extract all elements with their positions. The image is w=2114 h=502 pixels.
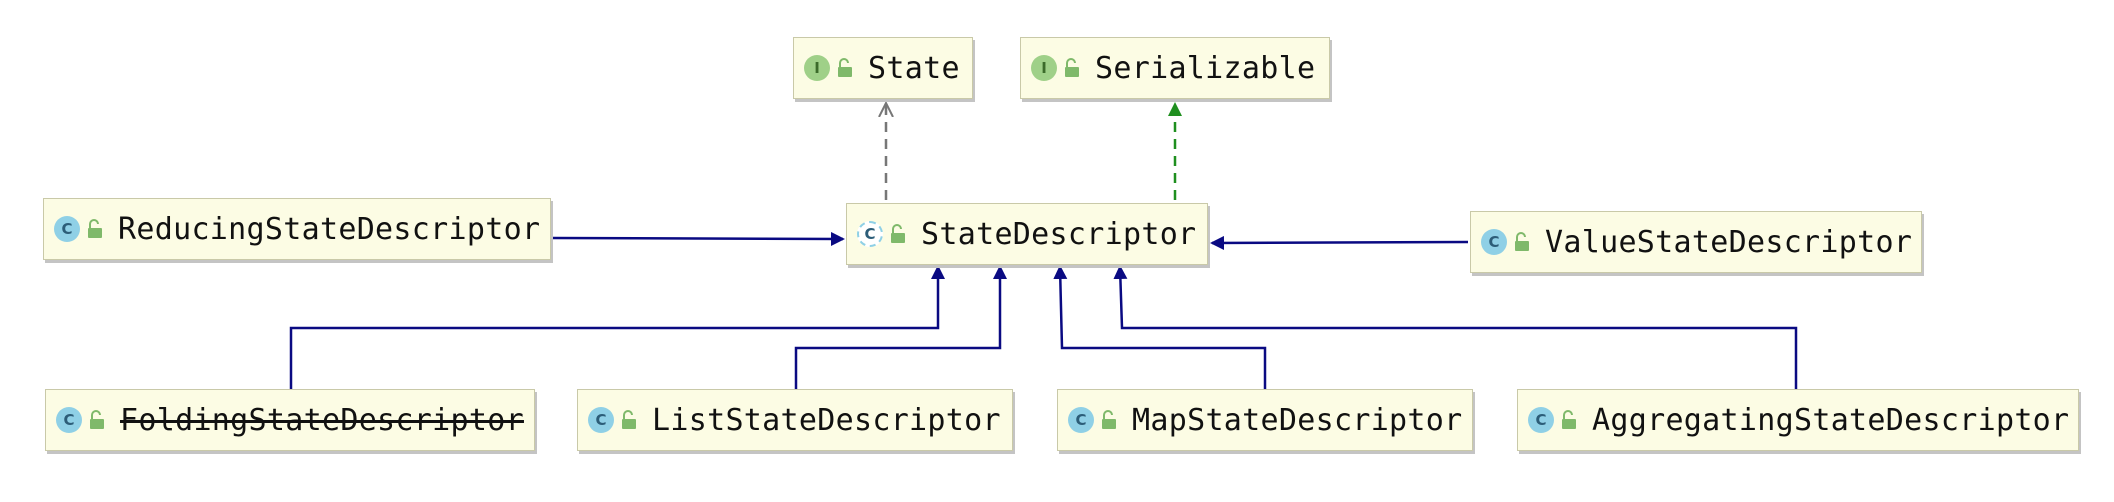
class-icon: C <box>1481 229 1507 255</box>
edge-reducing-to-statedescriptor <box>552 231 845 246</box>
unlock-icon <box>622 410 636 429</box>
node-value-state-descriptor[interactable]: C ValueStateDescriptor <box>1470 211 1922 273</box>
unlock-icon <box>1102 410 1116 429</box>
node-folding-state-descriptor[interactable]: C FoldingStateDescriptor <box>45 389 535 451</box>
class-icon: C <box>56 407 82 433</box>
edge-aggregating-to-statedescriptor <box>1113 265 1798 389</box>
node-label: ValueStateDescriptor <box>1545 224 1913 260</box>
node-label: StateDescriptor <box>921 216 1197 252</box>
node-serializable[interactable]: I Serializable <box>1020 37 1330 99</box>
edge-folding-to-statedescriptor <box>289 265 945 389</box>
unlock-icon <box>891 224 905 243</box>
node-label: State <box>868 50 960 86</box>
node-aggregating-state-descriptor[interactable]: C AggregatingStateDescriptor <box>1517 389 2079 451</box>
node-label: MapStateDescriptor <box>1132 402 1463 438</box>
interface-icon: I <box>804 55 830 81</box>
node-label: ReducingStateDescriptor <box>118 211 541 247</box>
node-label: Serializable <box>1095 50 1316 86</box>
node-list-state-descriptor[interactable]: C ListStateDescriptor <box>577 389 1013 451</box>
class-icon: C <box>1528 407 1554 433</box>
node-label: ListStateDescriptor <box>652 402 1001 438</box>
edge-map-to-statedescriptor <box>1053 265 1267 389</box>
node-label: FoldingStateDescriptor <box>120 402 524 438</box>
unlock-icon <box>1562 410 1576 429</box>
unlock-icon <box>90 410 104 429</box>
interface-icon: I <box>1031 55 1057 81</box>
abstract-class-icon: C <box>857 221 883 247</box>
class-icon: C <box>1068 407 1094 433</box>
class-icon: C <box>588 407 614 433</box>
class-icon: C <box>54 216 80 242</box>
unlock-icon <box>1065 58 1079 77</box>
node-state[interactable]: I State <box>793 37 973 99</box>
edge-value-to-statedescriptor <box>1210 235 1469 250</box>
unlock-icon <box>838 58 852 77</box>
node-label: AggregatingStateDescriptor <box>1592 402 2070 438</box>
node-reducing-state-descriptor[interactable]: C ReducingStateDescriptor <box>43 198 551 260</box>
node-map-state-descriptor[interactable]: C MapStateDescriptor <box>1057 389 1473 451</box>
node-state-descriptor[interactable]: C StateDescriptor <box>846 203 1208 265</box>
unlock-icon <box>88 219 102 238</box>
edge-list-to-statedescriptor <box>794 265 1007 389</box>
unlock-icon <box>1515 232 1529 251</box>
